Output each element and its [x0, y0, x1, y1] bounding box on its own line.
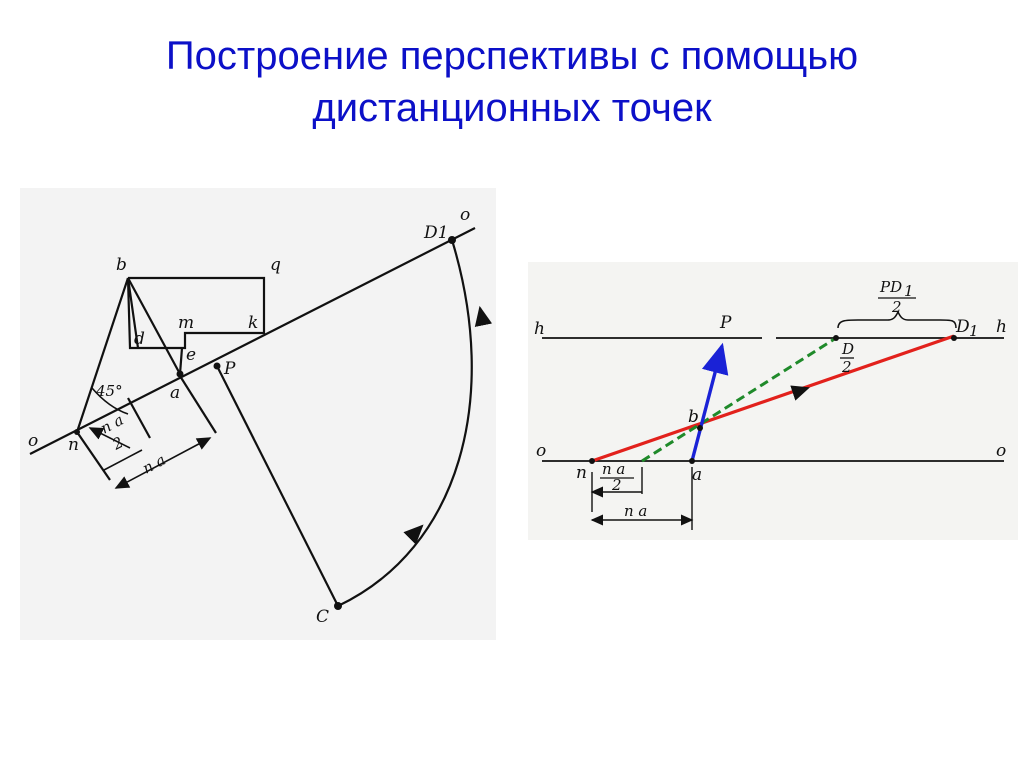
red-arrow [790, 385, 810, 401]
label-n: n [576, 463, 587, 483]
point-b [697, 425, 703, 431]
label-half-na-top: n a [602, 460, 625, 478]
line-e-a [178, 347, 184, 375]
point-n [589, 458, 595, 464]
dim-na-line [114, 437, 212, 489]
label-k: k [248, 313, 258, 333]
label-m: m [178, 313, 194, 333]
title-line-2: дистанционных точек [312, 86, 712, 130]
line-b-a [127, 277, 181, 375]
perp-a [179, 375, 217, 434]
point-D1 [951, 335, 957, 341]
label-D-half-bottom: 2 [841, 358, 852, 376]
point-D-half [833, 335, 839, 341]
arc-arrow-1 [403, 524, 424, 545]
blue-line-a-P [690, 342, 729, 462]
angle-arc [91, 387, 129, 415]
label-e: e [186, 345, 196, 365]
right-construction-diagram: h h o o P D 1 PD 1 2 D 2 b n a n a 2 n a [528, 262, 1018, 540]
label-h-right: h [996, 317, 1007, 337]
point-P [213, 362, 221, 370]
label-half-na-bottom: 2 [611, 476, 622, 494]
label-na: n a [624, 502, 647, 520]
label-D1: D1 [423, 223, 448, 243]
label-D1-sub: 1 [969, 322, 979, 340]
red-line-n-D1 [591, 334, 955, 463]
label-P: P [719, 313, 732, 333]
label-P: P [223, 359, 236, 379]
arc-arrow-2 [474, 305, 493, 327]
label-q: q [270, 255, 281, 275]
line-b-n [75, 277, 130, 433]
point-n [74, 429, 80, 435]
title-line-1: Построение перспективы с помощью [165, 34, 859, 78]
right-diagram-svg: h h o o P D 1 PD 1 2 D 2 b n a n a 2 n a [534, 278, 1007, 530]
arc-C-D1 [337, 239, 473, 607]
label-n: n [68, 435, 79, 455]
dim-half-line [103, 449, 143, 471]
label-half-na-bottom: 2 [109, 433, 127, 454]
point-a [689, 458, 695, 464]
label-angle: 45° [95, 382, 123, 400]
perp-n [76, 431, 111, 481]
green-dashed-line [641, 336, 837, 463]
label-a: a [692, 465, 702, 485]
label-a: a [170, 383, 180, 403]
label-D1: D [955, 317, 970, 337]
left-diagram-svg: o o D1 b q m k d e a P n 45° C n a 2 n a [28, 205, 493, 627]
label-b: b [688, 407, 699, 427]
label-o-right: o [460, 205, 470, 225]
label-D-half-top: D [841, 340, 854, 358]
label-PD1-sub: 1 [904, 282, 914, 300]
label-h-left: h [534, 319, 545, 339]
line-o-o [29, 227, 476, 455]
plan-shape [126, 276, 266, 350]
label-d: d [134, 329, 145, 349]
brace-PD1-half [837, 310, 957, 329]
line-P-C [216, 365, 339, 607]
point-D1 [448, 236, 456, 244]
point-a [176, 370, 184, 378]
slide-title: Построение перспективы с помощью дистанц… [0, 30, 1024, 134]
label-o-left: o [536, 441, 546, 461]
label-b: b [116, 255, 127, 275]
label-o-left: o [28, 431, 38, 451]
label-C: C [316, 607, 329, 627]
label-PD1-bottom: 2 [891, 298, 902, 316]
label-o-right: o [996, 441, 1006, 461]
point-C [334, 602, 342, 610]
left-construction-diagram: o o D1 b q m k d e a P n 45° C n a 2 n a [20, 188, 496, 640]
perp-half [127, 397, 151, 439]
label-PD1-top: PD [879, 278, 902, 296]
line-b-d [126, 277, 140, 349]
